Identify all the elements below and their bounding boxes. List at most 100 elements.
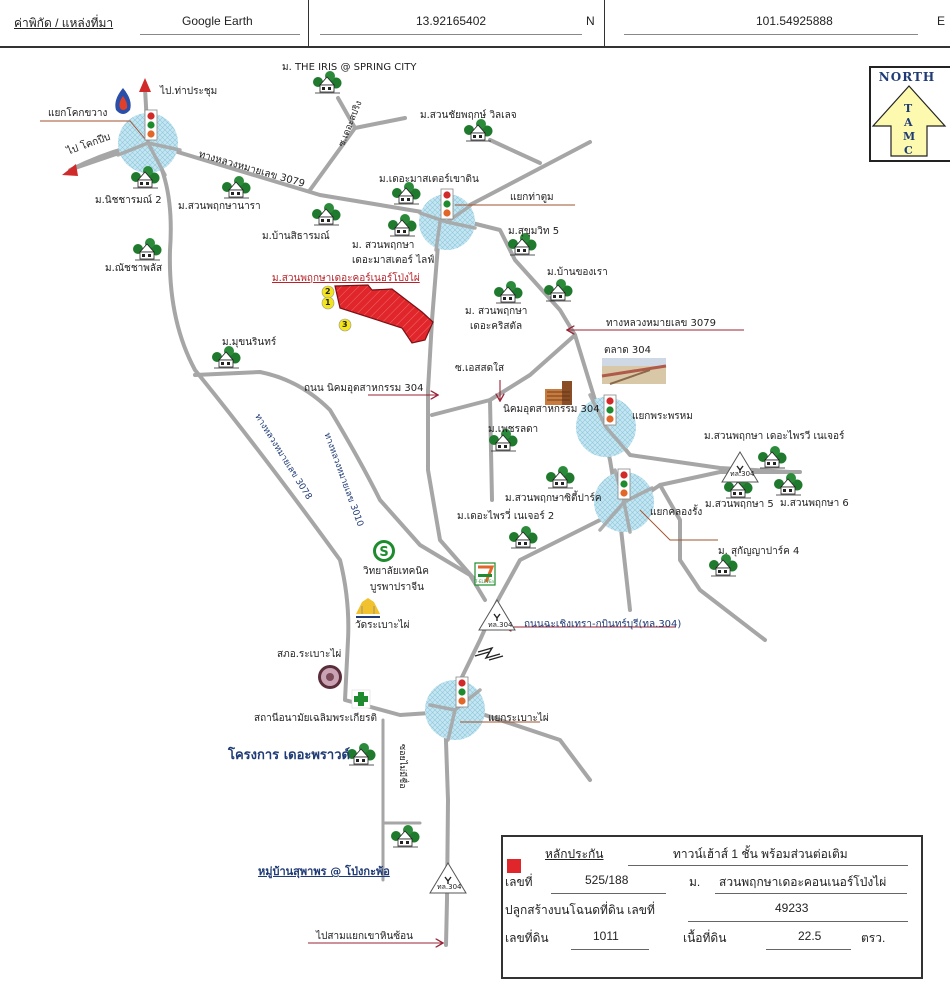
label-hwy-304-shield-2: ทล.304 — [488, 621, 513, 629]
label-industrial-road-304: ถนน นิคมอุตสาหกรรม 304 — [304, 383, 424, 394]
latitude-value: 13.92165402 — [416, 14, 487, 28]
arrow-north-icon — [139, 78, 151, 92]
label-ban-khong-rao: ม.บ้านของเรา — [547, 267, 608, 278]
label-hwy-304-shield-3: ทล.304 — [437, 883, 462, 891]
label-ban-sitharom: ม.บ้านสิธารมณ์ — [262, 231, 330, 242]
village-prefix: ม. — [689, 875, 701, 889]
house-trees-icon — [312, 70, 342, 94]
collateral-label: หลักประกัน — [545, 847, 604, 861]
label-police-rabao-phai: สภอ.ระเบาะไผ่ — [277, 649, 342, 660]
area-label: เนื้อที่ดิน — [683, 931, 727, 945]
north-letter: M — [903, 130, 916, 143]
police-seal-icon — [318, 665, 342, 689]
label-market-304: ตลาด 304 — [604, 345, 651, 356]
label-industrial-estate-304: นิคมอุตสาหกรรม 304 — [503, 404, 600, 415]
label-hwy-304-shield-1: ทล.304 — [730, 470, 755, 478]
house-trees-icon — [493, 280, 523, 304]
road-3010 — [193, 370, 487, 602]
house-trees-icon — [211, 345, 241, 369]
label-rabao-phai-junction: แยกระเบาะไผ่ — [488, 713, 549, 724]
label-tech-college-2: บูรพาปราจีน — [370, 582, 424, 593]
house-trees-icon — [346, 742, 376, 766]
subject-property-plot — [334, 284, 434, 344]
label-to-khao-hin-son: ไปสามแยกเขาหินซ้อน — [316, 931, 413, 942]
house-no-value: 525/188 — [585, 873, 629, 887]
road-soi-es-sadsai — [430, 333, 577, 417]
road-hwy-304 — [443, 470, 802, 714]
source-cell: ค่าพิกัด / แหล่งที่มา Google Earth — [0, 0, 309, 46]
longitude-direction: E — [937, 14, 946, 28]
traffic-light-icon — [144, 109, 158, 141]
label-nitcharam-2: ม.นิชชารมณ์ 2 — [95, 195, 162, 206]
label-natcha-phan: ม.ณัชชาพลัส — [105, 263, 163, 274]
seven-eleven-icon — [474, 562, 496, 586]
collateral-value: ทาวน์เฮ้าส์ 1 ชั้น พร้อมส่วนต่อเติม — [673, 847, 848, 861]
label-to-tha-prachum: ไป.ท่าประชุม — [160, 86, 218, 97]
deed-label: ปลูกสร้างบนโฉนดที่ดิน เลขที่ — [505, 903, 655, 917]
north-letter: A — [904, 116, 913, 129]
latitude-cell: 13.92165402 N — [308, 0, 605, 46]
road-khlong-rang-se — [658, 483, 767, 642]
house-trees-icon — [390, 824, 420, 848]
coord-source-label: ค่าพิกัด / แหล่งที่มา — [14, 16, 114, 30]
green-cross-icon — [351, 689, 371, 709]
north-arrow-box: NORTH T A M C — [869, 66, 950, 162]
north-letter: C — [904, 144, 913, 157]
house-trees-icon — [508, 525, 538, 549]
north-letter: T — [904, 102, 913, 115]
land-no-value: 1011 — [593, 929, 619, 943]
house-trees-icon — [132, 237, 162, 261]
house-trees-icon — [387, 213, 417, 237]
label-suphaphon-village: หมู่บ้านสุพาพร @ โป่งกะพ้อ — [258, 865, 390, 878]
longitude-cell: 101.54925888 E — [604, 0, 948, 46]
house-trees-icon — [311, 202, 341, 226]
road-304-south — [443, 710, 450, 947]
label-master-khao-din: ม.เดอะมาสเตอร์เขาดิน — [379, 174, 479, 185]
house-trees-icon — [221, 175, 251, 199]
label-suan-phruksa-5: ม.สวนพฤกษา 5 — [705, 499, 774, 510]
traffic-light-icon — [617, 468, 631, 500]
label-suan-phruksa-city-park: ม.สวนพฤกษาซิตี้ปาร์ค — [505, 493, 602, 504]
arrow-west-icon — [62, 164, 78, 176]
traffic-light-icon — [603, 394, 617, 426]
label-suan-phruksa-nara: ม.สวนพฤกษานารา — [178, 201, 261, 212]
land-no-label: เลขที่ดิน — [505, 931, 549, 945]
label-the-palm-project: โครงการ เดอะพราวด์ — [228, 748, 350, 763]
label-unnamed-soi: ซอยไม่มีชื่อ — [397, 744, 407, 789]
road-rabao-east — [453, 703, 592, 782]
road-suan-chai — [488, 138, 542, 165]
house-trees-icon — [708, 553, 738, 577]
label-prairie-nature-2: ม.เดอะไพรวี่ เนเจอร์ 2 — [457, 511, 555, 522]
label-sukhumvit-5: ม.สุขุมวิท 5 — [508, 226, 560, 237]
longitude-value: 101.54925888 — [756, 14, 833, 28]
label-tech-college-1: วิทยาลัยเทคนิค — [363, 566, 429, 577]
label-prairie-nature: ม.สวนพฤกษา เดอะไพรวี เนเจอร์ — [704, 431, 845, 442]
deed-value: 49233 — [775, 901, 809, 915]
house-trees-icon — [545, 465, 575, 489]
label-khlong-rang-junction: แยกคลองรั้ง — [650, 507, 703, 518]
collateral-info-box: หลักประกัน ทาวน์เฮ้าส์ 1 ชั้น พร้อมส่วนต… — [501, 835, 923, 979]
label-chachoengsao-kabin-road: ถนนฉะเชิงเทรา-กบินทร์บุรี(ทล.304) — [524, 619, 682, 630]
road-3079 — [68, 141, 632, 612]
market-photo-icon — [601, 358, 667, 385]
road-industrial-304 — [426, 218, 477, 582]
label-seven-eleven: 7-ELEVEn — [475, 579, 495, 584]
label-soi-es-sadsai: ซ.เอสสดใส — [455, 363, 505, 374]
label-wat-rabao-phai: วัดระเบาะไผ่ — [355, 620, 410, 631]
source-value: Google Earth — [182, 14, 253, 28]
factory-building-icon — [545, 381, 572, 405]
label-hwy-3079-right: ทางหลวงหมายเลข 3079 — [606, 318, 716, 329]
road-west-loop — [146, 141, 447, 717]
traffic-light-icon — [455, 676, 469, 708]
house-trees-icon — [757, 445, 787, 469]
road-phetlada — [488, 398, 494, 502]
road-spring-city — [308, 96, 357, 192]
label-suan-phruksa-6: ม.สวนพฤกษา 6 — [780, 498, 849, 509]
house-trees-icon — [463, 118, 493, 142]
label-mukhon-rin: ม.มุขนรินทร์ — [222, 337, 277, 348]
label-health-station: สถานีอนามัยเฉลิมพระเกียรติ — [254, 713, 377, 724]
traffic-light-icon — [440, 188, 454, 220]
label-tha-toom-junction: แยกท่าตูม — [510, 192, 554, 203]
house-trees-icon — [773, 472, 803, 496]
